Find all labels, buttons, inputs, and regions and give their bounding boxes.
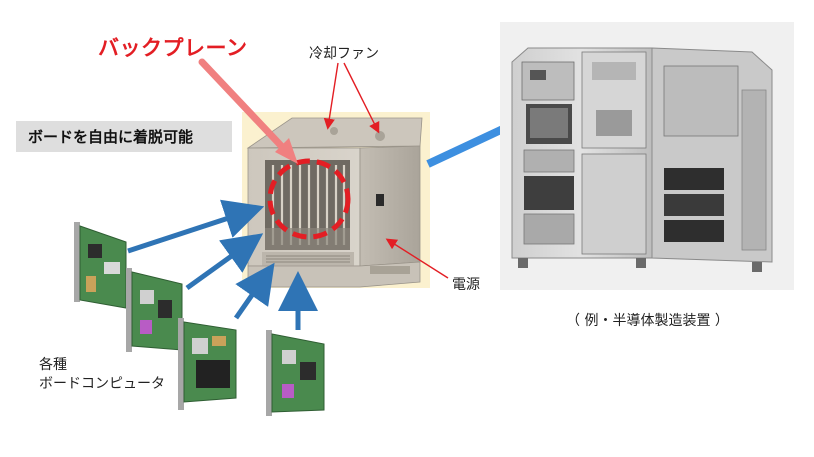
board-computer-4 — [266, 330, 325, 416]
chassis-base — [247, 261, 421, 288]
fan-vent-right — [375, 131, 385, 141]
insert-arrow-3 — [233, 262, 275, 320]
backplane-label: バックプレーン — [98, 36, 248, 60]
insert-arrow-2 — [185, 233, 264, 291]
insert-arrow-1 — [127, 199, 265, 254]
backplane-pointer-arrow — [198, 58, 298, 164]
backplane-board — [265, 228, 350, 250]
equipment-caption: （ 例・半導体製造装置 ） — [566, 313, 729, 329]
power-switch — [376, 194, 384, 206]
board-computers-label-line2: ボードコンピュータ — [39, 376, 165, 392]
board-computer-2 — [126, 268, 183, 352]
backplane-highlight-circle — [267, 158, 351, 240]
board-computers-label-line1: 各種 — [39, 357, 67, 373]
chassis-side — [359, 145, 421, 267]
psu-panel — [370, 266, 410, 274]
power-supply-label: 電源 — [452, 277, 480, 293]
board-removable-label: ボードを自由に着脱可能 — [28, 128, 194, 146]
vent-slits — [266, 255, 350, 263]
fan-vent-left — [330, 127, 338, 135]
board-removable-badge — [16, 121, 232, 152]
fan-pointer-left — [323, 62, 339, 130]
semiconductor-equipment-image — [500, 22, 794, 290]
fan-pointer-right — [343, 62, 380, 134]
board-computer-3 — [178, 318, 237, 410]
psu-pointer — [385, 238, 449, 279]
cooling-fan-label: 冷却ファン — [309, 46, 379, 62]
board-computer-1 — [74, 222, 127, 309]
